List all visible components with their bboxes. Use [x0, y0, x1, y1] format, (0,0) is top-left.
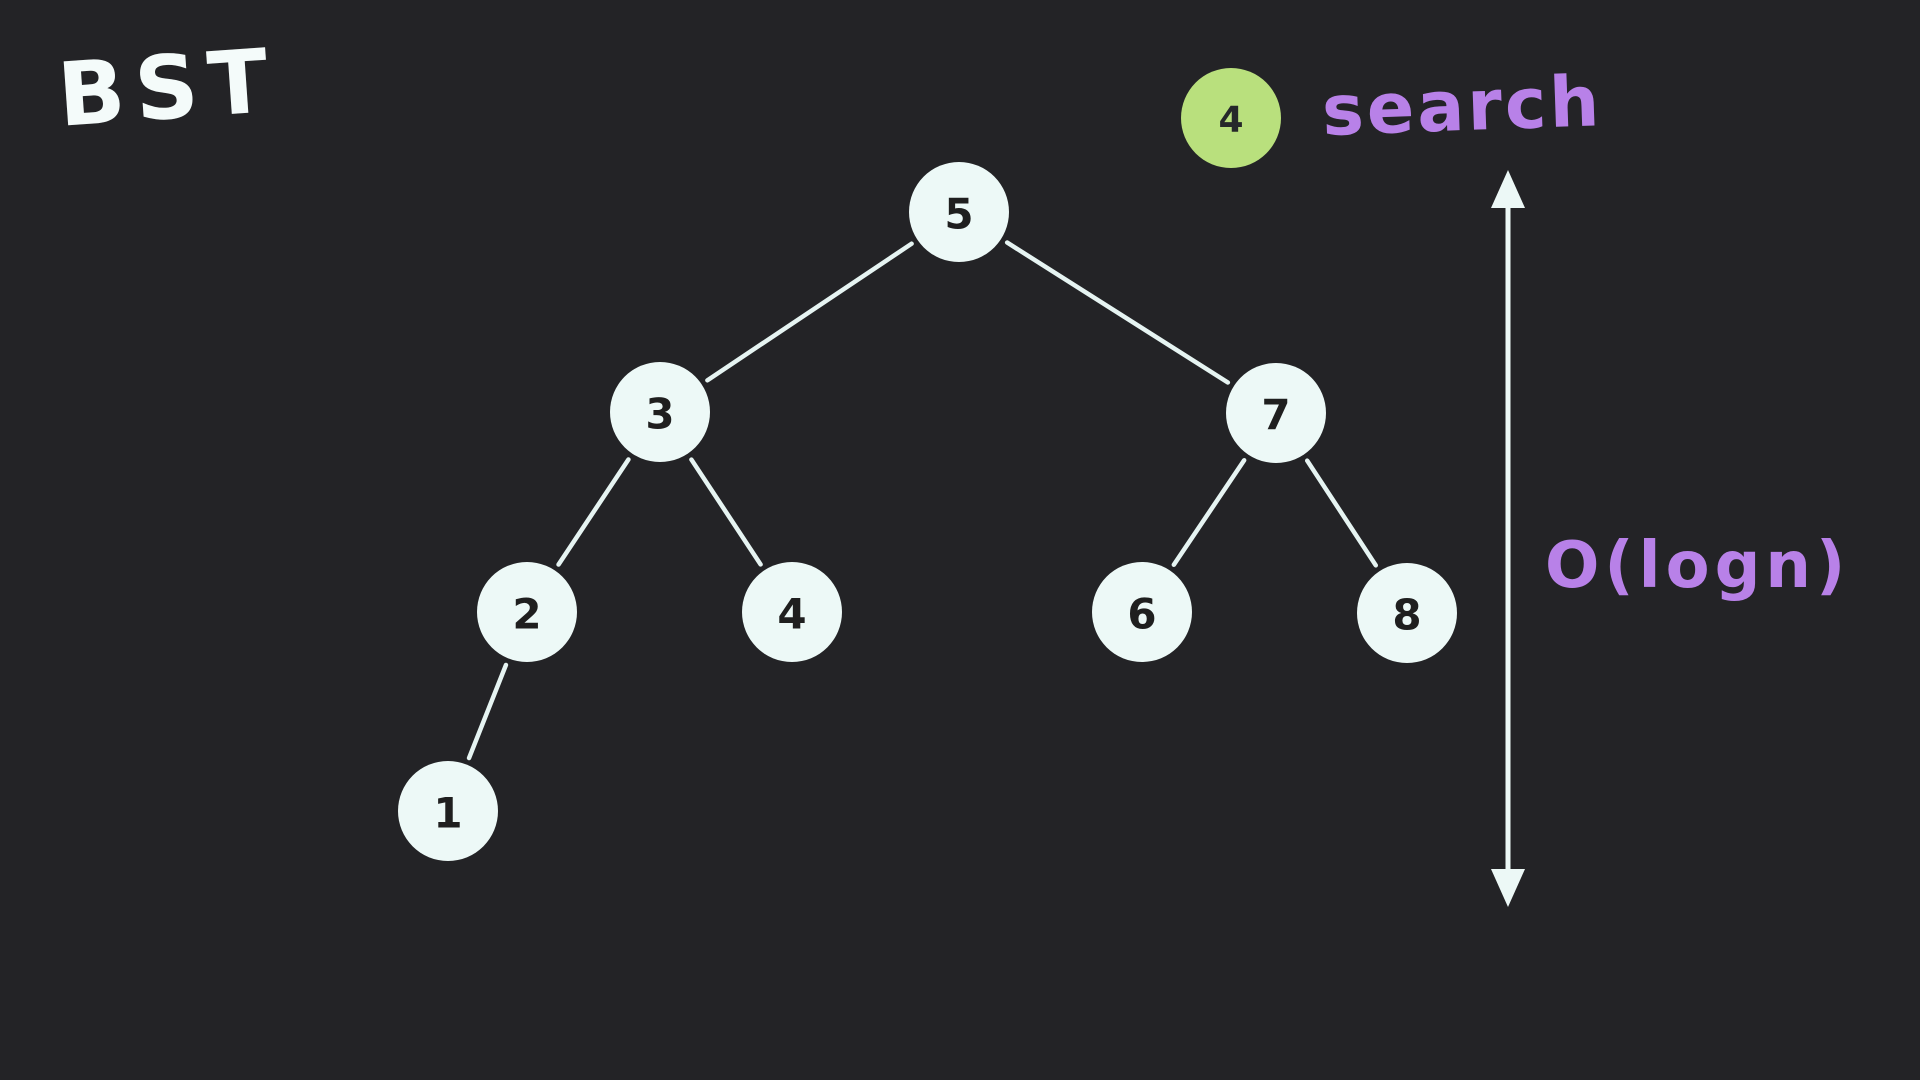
tree-node-value-3: 3	[645, 390, 674, 439]
tree-edge-7-8	[1304, 458, 1379, 568]
tree-node-value-6: 6	[1127, 590, 1156, 639]
tree-edge-7-6	[1171, 458, 1247, 567]
complexity-label: O(logn)	[1545, 529, 1851, 603]
tree-node-3	[610, 362, 710, 462]
tree-node-4	[742, 562, 842, 662]
tree-node-2	[477, 562, 577, 662]
tree-node-value-7: 7	[1261, 391, 1290, 440]
search-target-node-value: 4	[1218, 100, 1243, 141]
tree-edge-3-4	[689, 457, 763, 567]
page-title: BST	[54, 28, 282, 147]
arrow-down-head-icon	[1491, 869, 1525, 907]
tree-node-value-1: 1	[433, 789, 462, 838]
tree-node-value-8: 8	[1392, 591, 1421, 640]
tree-edge-5-7	[1004, 240, 1231, 385]
search-label: search	[1320, 60, 1604, 152]
tree-node-6	[1092, 562, 1192, 662]
tree-node-value-5: 5	[944, 190, 973, 239]
search-target-node	[1181, 68, 1281, 168]
tree-node-1	[398, 761, 498, 861]
tree-edge-5-3	[705, 241, 914, 383]
tree-node-5	[909, 162, 1009, 262]
tree-node-8	[1357, 563, 1457, 663]
tree-edge-3-2	[556, 457, 631, 567]
arrow-up-head-icon	[1491, 170, 1525, 208]
tree-node-value-2: 2	[512, 590, 541, 639]
tree-edge-2-1	[466, 662, 509, 761]
tree-node-7	[1226, 363, 1326, 463]
tree-node-value-4: 4	[777, 590, 806, 639]
